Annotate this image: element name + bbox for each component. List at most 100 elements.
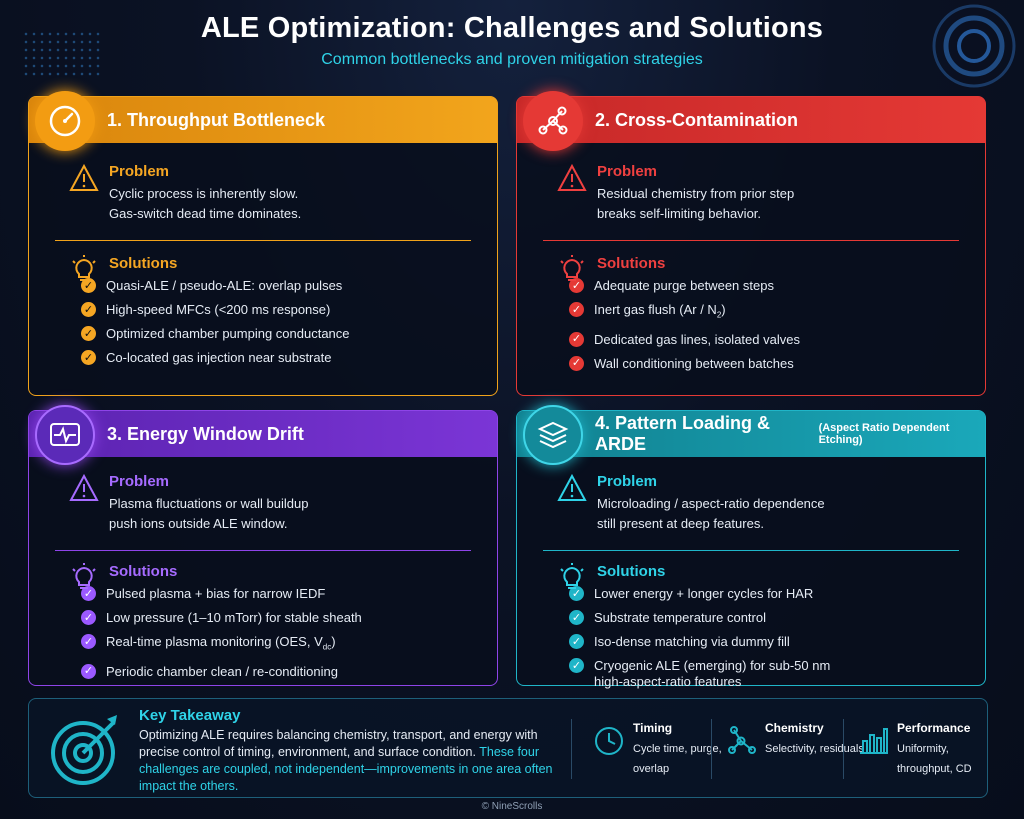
card-header: 1. Throughput Bottleneck	[29, 97, 497, 143]
warning-icon	[557, 473, 587, 501]
clock-icon	[595, 727, 623, 755]
divider	[571, 719, 572, 779]
solutions-label: Solutions	[597, 255, 666, 272]
solutions-list: ✓Lower energy + longer cycles for HAR ✓S…	[569, 586, 985, 690]
check-icon: ✓	[81, 586, 96, 601]
list-item: ✓High-speed MFCs (<200 ms response)	[81, 302, 497, 318]
page-title: ALE Optimization: Challenges and Solutio…	[200, 12, 824, 44]
card-cross-contamination: 2. Cross-Contamination Problem Residual …	[516, 91, 986, 396]
bar-chart-icon	[860, 728, 888, 754]
card-title-note: (Aspect Ratio Dependent Etching)	[818, 422, 950, 446]
key-takeaway-panel: Key Takeaway Optimizing ALE requires bal…	[28, 698, 988, 798]
list-item: ✓Low pressure (1–10 mTorr) for stable sh…	[81, 610, 497, 626]
divider	[543, 240, 959, 241]
list-item: ✓Co-located gas injection near substrate	[81, 350, 497, 366]
card-title: 4. Pattern Loading & ARDE	[595, 413, 771, 454]
takeaway-emphasis: These four challenges are coupled, not i…	[139, 745, 553, 793]
lightbulb-icon	[72, 563, 96, 589]
list-item: ✓Lower energy + longer cycles for HAR	[569, 586, 985, 602]
speedometer-icon	[35, 91, 95, 151]
check-icon: ✓	[81, 326, 96, 341]
check-icon: ✓	[81, 634, 96, 649]
solutions-list: ✓Adequate purge between steps ✓Inert gas…	[569, 278, 985, 372]
check-icon: ✓	[81, 663, 96, 679]
list-item: ✓Adequate purge between steps	[569, 278, 985, 294]
card-pattern-loading-arde: 4. Pattern Loading & ARDE (Aspect Ratio …	[516, 405, 986, 689]
problem-label: Problem	[597, 473, 658, 490]
pulse-monitor-icon	[35, 405, 95, 465]
list-item: ✓Pulsed plasma + bias for narrow IEDF	[81, 586, 497, 602]
warning-icon	[69, 163, 99, 191]
lightbulb-icon	[560, 255, 584, 281]
list-item: ✓Periodic chamber clean / re-conditionin…	[81, 663, 497, 680]
check-icon: ✓	[81, 278, 96, 293]
divider	[711, 719, 712, 779]
page-header: ALE Optimization: Challenges and Solutio…	[0, 12, 1024, 69]
check-icon: ✓	[569, 634, 584, 649]
card-throughput-bottleneck: 1. Throughput Bottleneck Problem Cyclic …	[28, 91, 498, 396]
list-item: ✓Substrate temperature control	[569, 610, 985, 626]
check-icon: ✓	[569, 331, 584, 347]
check-icon: ✓	[81, 302, 96, 317]
solutions-label: Solutions	[109, 563, 178, 580]
list-item: ✓Inert gas flush (Ar / N2)	[569, 302, 985, 324]
card-title: 2. Cross-Contamination	[595, 109, 799, 130]
divider	[55, 240, 471, 241]
decorative-rings-icon	[932, 4, 1016, 88]
divider	[55, 550, 471, 551]
check-icon: ✓	[569, 610, 584, 625]
check-icon: ✓	[569, 658, 584, 673]
molecule-icon	[523, 91, 583, 151]
warning-icon	[557, 163, 587, 191]
solutions-section: Solutions ✓Quasi-ALE / pseudo-ALE: overl…	[29, 255, 497, 366]
problem-label: Problem	[597, 163, 658, 180]
list-item: ✓Dedicated gas lines, isolated valves	[569, 331, 985, 348]
problem-label: Problem	[109, 163, 170, 180]
list-item: ✓Wall conditioning between batches	[569, 355, 985, 372]
list-item: ✓Quasi-ALE / pseudo-ALE: overlap pulses	[81, 278, 497, 294]
list-item: ✓Iso-dense matching via dummy fill	[569, 634, 985, 650]
layers-icon	[523, 405, 583, 465]
problem-section: Problem Microloading / aspect-ratio depe…	[517, 473, 985, 534]
takeaway-title: Key Takeaway	[139, 707, 241, 724]
problem-text: Cyclic process is inherently slow.Gas-sw…	[109, 186, 302, 221]
molecule-icon	[728, 726, 756, 754]
problem-section: Problem Cyclic process is inherently slo…	[29, 163, 497, 224]
lightbulb-icon	[72, 255, 96, 281]
warning-icon	[69, 473, 99, 501]
takeaway-body: Optimizing ALE requires balancing chemis…	[139, 728, 553, 793]
solutions-section: Solutions ✓Lower energy + longer cycles …	[517, 563, 985, 690]
check-icon: ✓	[569, 302, 584, 317]
problem-section: Problem Plasma fluctuations or wall buil…	[29, 473, 497, 534]
problem-section: Problem Residual chemistry from prior st…	[517, 163, 985, 224]
decorative-dot-grid	[22, 30, 102, 80]
solutions-section: Solutions ✓Adequate purge between steps …	[517, 255, 985, 372]
solutions-label: Solutions	[597, 563, 666, 580]
list-item: ✓Optimized chamber pumping conductance	[81, 326, 497, 342]
card-header: 4. Pattern Loading & ARDE (Aspect Ratio …	[517, 411, 985, 457]
card-title: 3. Energy Window Drift	[107, 423, 304, 444]
card-energy-window-drift: 3. Energy Window Drift Problem Plasma fl…	[28, 405, 498, 686]
solutions-list: ✓Quasi-ALE / pseudo-ALE: overlap pulses …	[81, 278, 497, 366]
check-icon: ✓	[81, 610, 96, 625]
card-header: 3. Energy Window Drift	[29, 411, 497, 457]
card-header: 2. Cross-Contamination	[517, 97, 985, 143]
lightbulb-icon	[560, 563, 584, 589]
credit-text: © NineScrolls	[481, 801, 543, 812]
page-subtitle: Common bottlenecks and proven mitigation…	[321, 51, 703, 68]
divider	[843, 719, 844, 779]
solutions-section: Solutions ✓Pulsed plasma + bias for narr…	[29, 563, 497, 680]
list-item: ✓Real-time plasma monitoring (OES, Vdc)	[81, 634, 497, 656]
check-icon: ✓	[569, 278, 584, 293]
check-icon: ✓	[569, 586, 584, 601]
card-title: 1. Throughput Bottleneck	[107, 109, 325, 130]
target-icon	[51, 715, 117, 785]
divider	[543, 550, 959, 551]
check-icon: ✓	[569, 355, 584, 371]
solutions-label: Solutions	[109, 255, 178, 272]
problem-label: Problem	[109, 473, 170, 490]
